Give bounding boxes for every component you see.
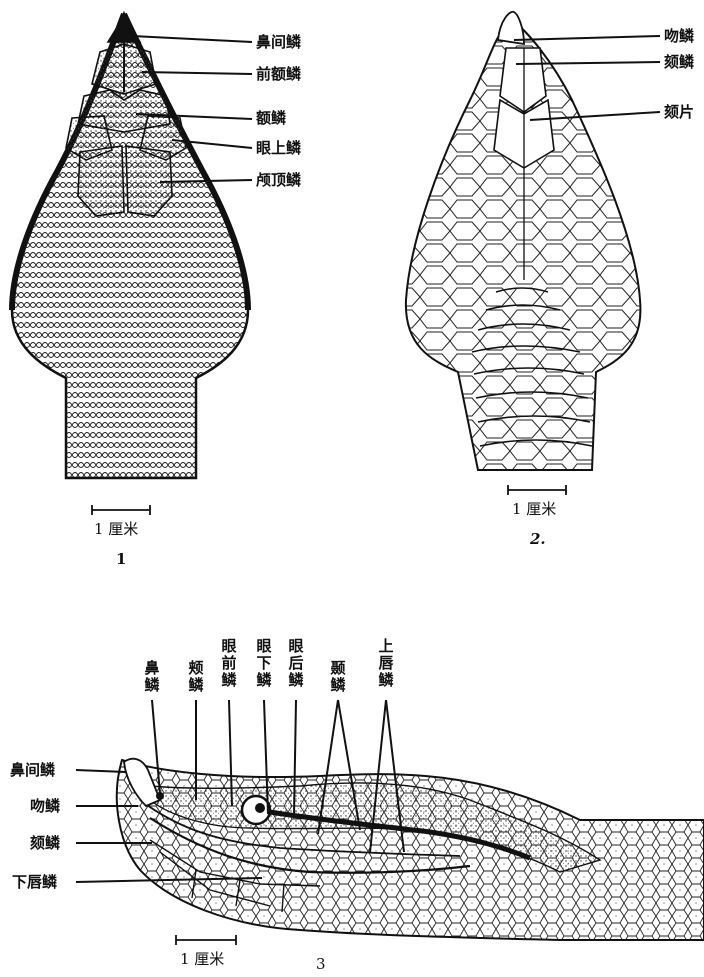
fig1-scale-label: 1 厘米: [94, 518, 138, 539]
fig3-label-nasal: 鼻鳞: [144, 660, 160, 694]
fig2-number: 2.: [530, 530, 546, 548]
fig3-label-infralabial: 下唇鳞: [12, 874, 57, 890]
fig1-scale-bar: [92, 505, 150, 515]
fig1-number: 1: [116, 550, 126, 568]
fig3-head-lateral: [76, 700, 704, 945]
fig3-label-temporal: 颞鳞: [330, 660, 346, 694]
fig1-label-parietal: 颅顶鳞: [256, 172, 301, 188]
fig3-scale-bar: [176, 935, 236, 945]
fig2-scale-label: 1 厘米: [512, 498, 556, 519]
fig3-label-loreal: 颊鳞: [188, 660, 204, 694]
fig2-label-rostral: 吻鳞: [664, 28, 694, 44]
fig2-label-chin-shields: 颏片: [664, 104, 694, 120]
fig3-label-preocular: 眼前鳞: [221, 638, 237, 689]
fig2-label-mental: 颏鳞: [664, 54, 694, 70]
fig3-label-rostral: 吻鳞: [30, 798, 60, 814]
fig1-label-frontal: 额鳞: [256, 110, 286, 126]
fig3-label-postocular: 眼后鳞: [288, 638, 304, 689]
fig3-label-subocular: 眼下鳞: [256, 638, 272, 689]
fig2-head-ventral: [406, 12, 660, 495]
fig3-number: 3: [316, 955, 326, 973]
fig1-label-prefrontal: 前额鳞: [256, 66, 301, 82]
fig1-label-supraocular: 眼上鳞: [256, 140, 301, 156]
fig3-scale-label: 1 厘米: [180, 948, 224, 969]
fig1-label-internasal: 鼻间鳞: [256, 34, 301, 50]
fig3-label-supralabial: 上唇鳞: [378, 638, 394, 689]
fig2-scale-bar: [508, 485, 566, 495]
fig3-label-internasal: 鼻间鳞: [10, 762, 55, 778]
fig3-label-mental: 颏鳞: [30, 835, 60, 851]
fig1-head-dorsal: [12, 14, 252, 515]
